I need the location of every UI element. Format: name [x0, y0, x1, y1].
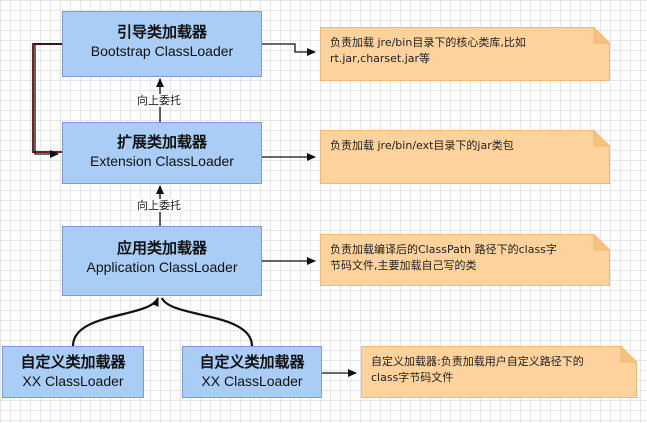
custom-classloader-node-2: 自定义类加载器 XX ClassLoader — [182, 346, 322, 398]
application-note-line2: 节码文件,主要加载自己写的类 — [330, 259, 477, 272]
note-shape — [361, 346, 637, 398]
bootstrap-title: 引导类加载器 — [116, 23, 207, 41]
extension-classloader-node: 扩展类加载器 Extension ClassLoader — [62, 122, 262, 184]
application-note: 负责加载编译后的ClassPath 路径下的class字 节码文件,主要加载自己… — [320, 234, 610, 286]
bootstrap-subtitle: Bootstrap ClassLoader — [90, 43, 234, 59]
custom1-subtitle: XX ClassLoader — [22, 373, 124, 389]
arrow-custom2-to-app — [160, 297, 254, 347]
note-shape — [320, 234, 610, 286]
custom2-title: 自定义类加载器 — [199, 353, 305, 371]
arrow-custom1-to-app — [71, 297, 160, 347]
extension-note: 负责加载 jre/bin/ext目录下的jar类包 — [320, 130, 610, 184]
ext-loop-highlight — [32, 43, 62, 153]
custom-classloader-node-1: 自定义类加载器 XX ClassLoader — [2, 346, 144, 398]
extension-subtitle: Extension ClassLoader — [90, 153, 234, 169]
custom-note: 自定义加载器:负责加载用户自定义路径下的 class字节码文件 — [361, 346, 637, 398]
bootstrap-note: 负责加载 jre/bin目录下的核心类库,比如 rt.jar,charset.j… — [320, 27, 610, 81]
custom-note-line1: 自定义加载器:负责加载用户自定义路径下的 — [371, 355, 584, 368]
application-classloader-node: 应用类加载器 Application ClassLoader — [62, 226, 262, 296]
extension-title: 扩展类加载器 — [116, 133, 207, 151]
arrow-boot-note — [262, 43, 316, 56]
application-title: 应用类加载器 — [116, 239, 207, 257]
edge-label-app-to-ext: 向上委托 — [135, 199, 183, 212]
custom2-subtitle: XX ClassLoader — [201, 373, 303, 389]
bootstrap-note-line2: rt.jar,charset.jar等 — [330, 52, 431, 65]
ext-loop-line — [34, 43, 62, 158]
custom-note-line2: class字节码文件 — [371, 371, 454, 384]
custom1-title: 自定义类加载器 — [20, 353, 126, 371]
application-subtitle: Application ClassLoader — [86, 259, 238, 275]
extension-note-line1: 负责加载 jre/bin/ext目录下的jar类包 — [330, 139, 514, 152]
note-shape — [320, 130, 610, 184]
bootstrap-classloader-node: 引导类加载器 Bootstrap ClassLoader — [62, 11, 262, 77]
bootstrap-note-line1: 负责加载 jre/bin目录下的核心类库,比如 — [330, 36, 526, 49]
edge-label-ext-to-boot: 向上委托 — [135, 94, 183, 107]
note-shape — [320, 27, 610, 81]
application-note-line1: 负责加载编译后的ClassPath 路径下的class字 — [330, 243, 557, 256]
